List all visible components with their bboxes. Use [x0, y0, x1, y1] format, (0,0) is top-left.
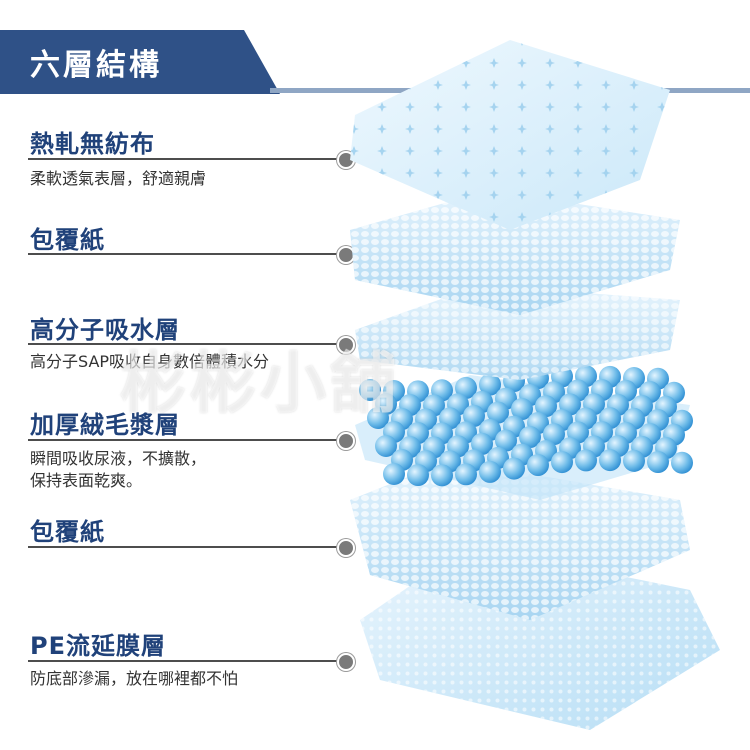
- absorbent-bead: [519, 426, 541, 449]
- layer-6-pointer-dot: [337, 653, 355, 671]
- absorbent-bead: [383, 463, 405, 485]
- watermark: 彬彬小舖: [120, 345, 400, 422]
- layer-5-heading: 包覆紙: [30, 518, 105, 546]
- absorbent-bead: [367, 407, 389, 429]
- layer-2-leader-line: [28, 253, 344, 255]
- absorbent-bead: [455, 376, 477, 399]
- layer-3-pointer-dot: [337, 336, 355, 354]
- absorbent-bead: [543, 423, 565, 446]
- layer-3-description: 高分子SAP吸收自身數倍體積水分: [30, 352, 270, 371]
- layer-4-heading: 加厚絨毛漿層: [30, 411, 180, 439]
- layer-4-description-line-2: 保持表面乾爽。: [30, 471, 143, 490]
- layer-2-heading: 包覆紙: [30, 226, 105, 254]
- layer-5-pointer-dot: [337, 539, 355, 557]
- absorbent-bead: [527, 454, 549, 477]
- absorbent-bead: [511, 398, 533, 421]
- page-title: 六層結構: [30, 48, 162, 83]
- absorbent-bead: [463, 404, 485, 427]
- layer-1-description: 柔軟透氣表層，舒適親膚: [30, 169, 207, 188]
- absorbent-bead: [551, 451, 573, 474]
- layer-4-pointer-dot: [337, 432, 355, 450]
- absorbent-bead: [575, 449, 597, 472]
- absorbent-bead: [455, 463, 477, 486]
- layer-1-heading: 熱軋無紡布: [30, 130, 155, 158]
- layer-6-description: 防底部滲漏，放在哪裡都不怕: [30, 669, 239, 688]
- layer-3-heading: 高分子吸水層: [30, 316, 180, 344]
- layer-4-description-line-1: 瞬間吸收尿液，不擴散，: [30, 449, 207, 468]
- layer-3-leader-line: [28, 343, 344, 345]
- absorbent-bead: [495, 429, 517, 452]
- absorbent-bead: [479, 460, 501, 483]
- absorbent-bead: [647, 451, 669, 474]
- absorbent-bead: [375, 435, 397, 457]
- layer-5-leader-line: [28, 546, 344, 548]
- absorbent-bead: [535, 395, 557, 418]
- absorbent-bead: [599, 449, 621, 472]
- absorbent-bead: [503, 457, 525, 480]
- absorbent-bead: [359, 379, 381, 401]
- absorbent-bead: [407, 464, 429, 487]
- layer-1-leader-line: [28, 158, 344, 160]
- absorbent-bead: [431, 464, 453, 487]
- absorbent-bead: [479, 373, 501, 396]
- layer-6-heading: PE流延膜層: [30, 632, 166, 660]
- absorbent-bead: [487, 401, 509, 424]
- absorbent-bead: [671, 451, 693, 474]
- layer-4-leader-line: [28, 439, 344, 441]
- diaper-layers-illustration: [350, 40, 720, 730]
- absorbent-bead: [471, 432, 493, 455]
- absorbent-bead: [623, 449, 645, 472]
- layer-6-leader-line: [28, 660, 344, 662]
